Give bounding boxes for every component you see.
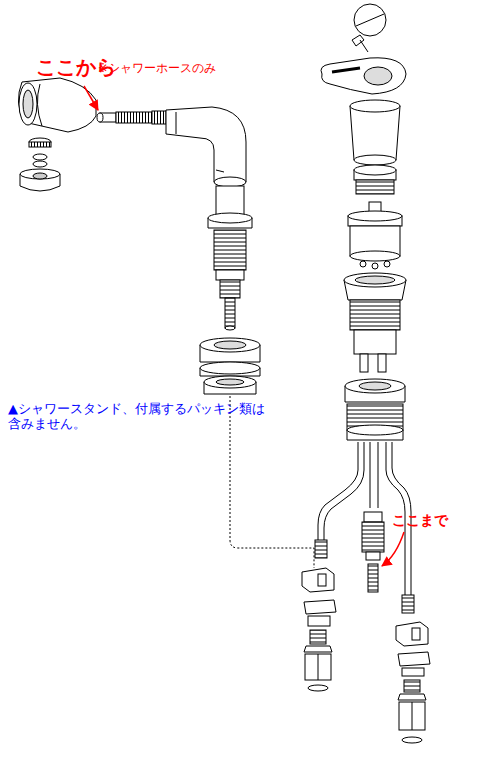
cover bbox=[350, 100, 400, 165]
cartridge-nut bbox=[354, 165, 396, 194]
guide-line bbox=[230, 396, 314, 568]
mounting-nut-left bbox=[200, 338, 260, 394]
leader-arrow bbox=[382, 532, 404, 566]
clip-right bbox=[396, 622, 430, 676]
shower-head-parts bbox=[20, 138, 60, 191]
spout-body bbox=[166, 107, 246, 187]
clip-left bbox=[302, 568, 336, 626]
hose-connector bbox=[362, 512, 384, 592]
spout-shank bbox=[208, 186, 252, 330]
exclusion-note: ▲シャワースタンド、付属するパッキン類は 含みません。 bbox=[8, 402, 276, 432]
cartridge bbox=[348, 202, 402, 269]
mounting-nut-right bbox=[345, 379, 405, 440]
faucet-body bbox=[344, 273, 406, 372]
handle-cap bbox=[352, 4, 386, 52]
end-callout: ここまで bbox=[392, 512, 448, 528]
shower-hose bbox=[97, 111, 166, 124]
lever-handle bbox=[321, 58, 406, 94]
fitting-right bbox=[398, 680, 426, 743]
scope-note: ※シャワーホースのみ bbox=[98, 62, 216, 76]
leader-arrow bbox=[84, 86, 98, 110]
fitting-left bbox=[304, 630, 332, 691]
